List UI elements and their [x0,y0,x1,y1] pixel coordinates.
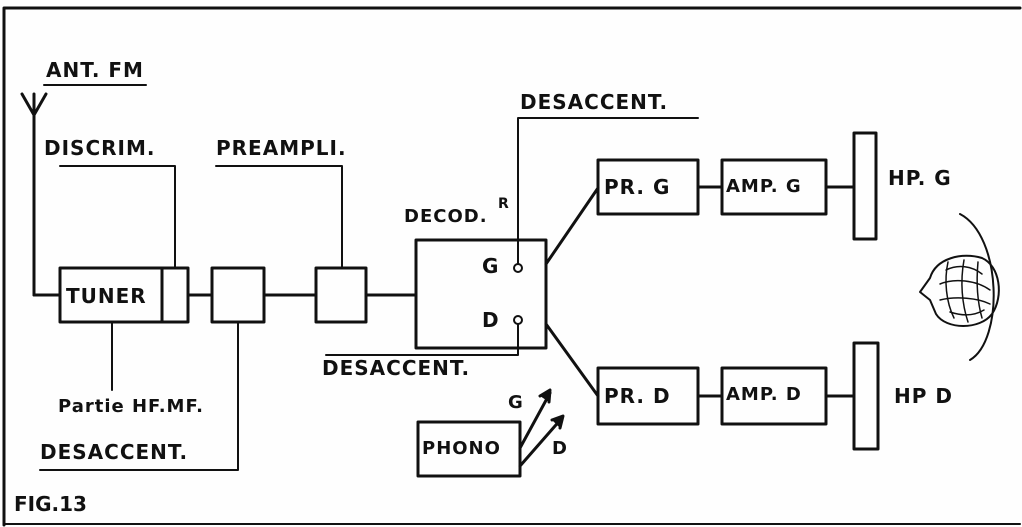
desaccent-filter-box [212,268,264,322]
branch-right [546,324,598,396]
hp-g-label: HP. G [888,168,952,188]
decoder-d-label: D [482,310,500,330]
desaccent-mid-label: DESACCENT. [322,358,470,378]
decoder-label: DECOD. [404,208,488,226]
pr-d-label: PR. D [604,386,671,406]
phono-d-label: D [552,440,568,458]
decoder-g-label: G [482,256,499,276]
discrim-leader [60,166,175,268]
preampli-box [316,268,366,322]
branch-left [546,188,598,264]
decoder-box [416,240,546,348]
decoder-superscript: R [498,196,509,212]
ant-fm-label: ANT. FM [46,60,144,80]
figure-caption: FIG.13 [14,494,87,514]
preampli-label: PREAMPLI. [216,138,347,158]
desaccent-top-label: DESACCENT. [520,92,668,112]
hp-g-speaker [854,133,876,239]
tuner-label: TUNER [66,286,147,306]
desaccent-bottom-label: DESACCENT. [40,442,188,462]
preampli-leader [216,166,342,268]
pr-g-label: PR. G [604,177,670,197]
partie-hf-mf-label: Partie HF.MF. [58,398,204,416]
phono-g-label: G [508,394,524,412]
hp-d-label: HP D [894,386,953,406]
amp-d-label: AMP. D [726,386,802,404]
amp-g-label: AMP. G [726,178,802,196]
decoder-port-d [514,316,522,324]
phono-label: PHONO [422,440,501,458]
hp-d-speaker [854,343,878,449]
discrim-label: DISCRIM. [44,138,155,158]
decoder-port-g [514,264,522,272]
